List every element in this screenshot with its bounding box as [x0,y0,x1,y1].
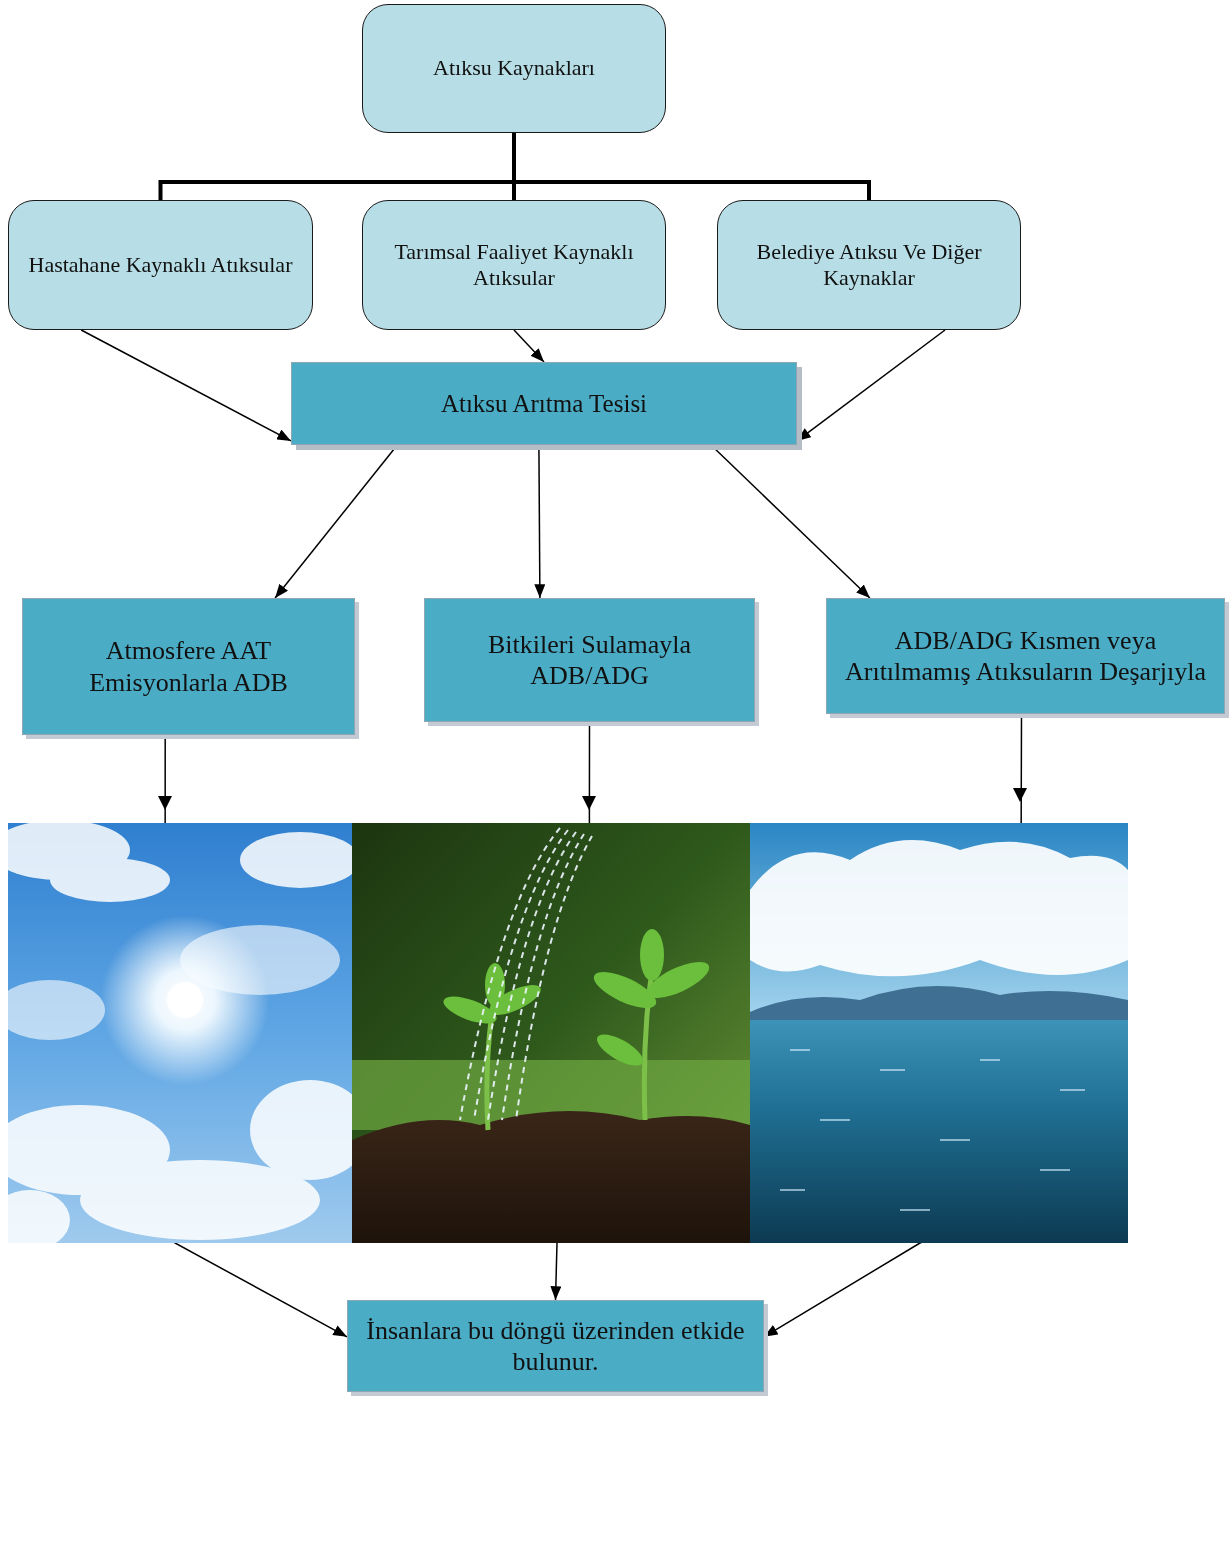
box-label: İnsanlara bu döngü üzerinden etkide bulu… [348,1309,763,1383]
connector-arrow [711,445,870,598]
plant-box: Atıksu Arıtma Tesisi [291,362,797,445]
connector-arrow [539,445,540,598]
box-label: Atmosfere AAT Emisyonlarla ADB [23,629,354,703]
source-box: Hastahane Kaynaklı Atıksular [8,200,313,330]
box-label: Bitkileri Sulamayla ADB/ADG [425,623,754,697]
source-box: Belediye Atıksu Ve Diğer Kaynaklar [717,200,1021,330]
connector-arrow [797,330,945,441]
source-box: Atıksu Kaynakları [362,4,666,133]
box-label: Hastahane Kaynaklı Atıksular [9,246,312,284]
box-label: Atıksu Kaynakları [363,49,665,87]
connector-arrow [275,445,397,598]
sea-photo [750,823,1128,1243]
result-box: İnsanlara bu döngü üzerinden etkide bulu… [347,1300,764,1392]
pathway-box: Bitkileri Sulamayla ADB/ADG [424,598,755,722]
box-label: ADB/ADG Kısmen veya Arıtılmamış Atıksula… [827,619,1224,693]
box-label: Tarımsal Faaliyet Kaynaklı Atıksular [363,233,665,298]
connector-arrow [81,330,291,441]
plant-watering-photo [352,823,750,1243]
pathway-box: Atmosfere AAT Emisyonlarla ADB [22,598,355,735]
arrowheads [158,788,1027,810]
connector-arrow [514,133,869,200]
box-label: Belediye Atıksu Ve Diğer Kaynaklar [718,233,1020,298]
connector-arrow [514,330,544,362]
source-box: Tarımsal Faaliyet Kaynaklı Atıksular [362,200,666,330]
connector-arrow [161,133,515,200]
box-label: Atıksu Arıtma Tesisi [292,383,796,425]
sky-photo [0,820,370,1250]
pathway-box: ADB/ADG Kısmen veya Arıtılmamış Atıksula… [826,598,1225,714]
